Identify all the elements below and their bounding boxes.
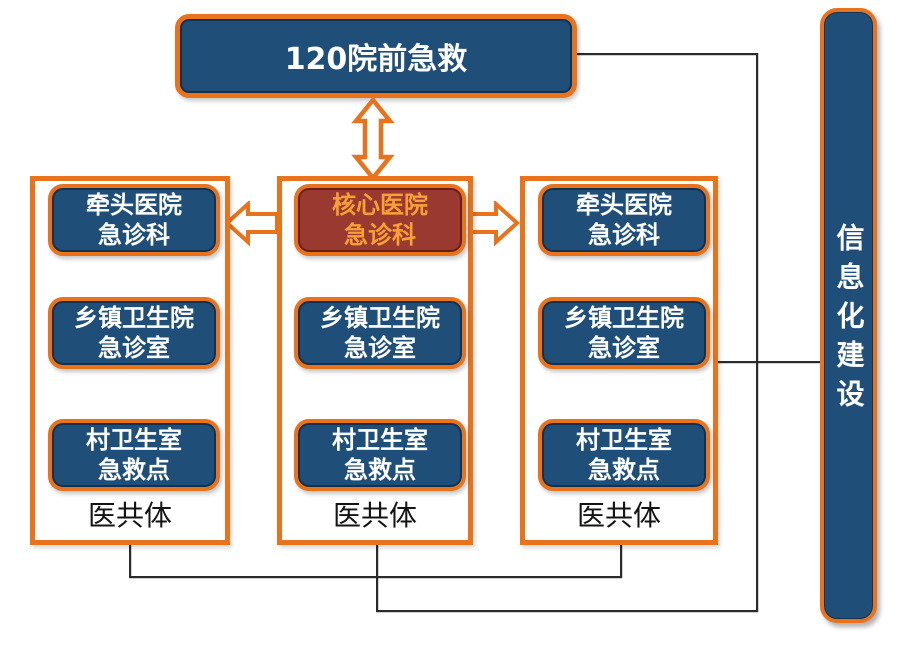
box-label: 村卫生室 急救点 xyxy=(576,426,672,484)
township-clinic-er-box: 乡镇卫生院 急诊室 xyxy=(538,297,710,369)
connector-topbox-to-right-rail xyxy=(575,53,757,55)
box-label: 乡镇卫生院 急诊室 xyxy=(564,304,684,362)
double-arrow-vertical-icon xyxy=(351,97,395,181)
group-footer-label: 医共体 xyxy=(87,499,172,532)
top-box-120-emergency: 120院前急救 xyxy=(175,14,577,98)
village-clinic-aid-box: 村卫生室 急救点 xyxy=(538,419,710,491)
connector-bottom-left-horizontal xyxy=(129,576,622,578)
sidebar-label: 信息化建设 xyxy=(832,223,866,418)
informatization-construction-bar: 信息化建设 xyxy=(820,8,877,623)
box-label: 牵头医院 急诊科 xyxy=(86,191,182,249)
medical-community-group-left: 牵头医院 急诊科 乡镇卫生院 急诊室 村卫生室 急救点 医共体 xyxy=(30,176,230,545)
box-label: 乡镇卫生院 急诊室 xyxy=(74,304,194,362)
medical-community-group-center: 核心医院 急诊科 乡镇卫生院 急诊室 村卫生室 急救点 医共体 xyxy=(277,176,473,545)
box-label: 村卫生室 急救点 xyxy=(86,426,182,484)
village-clinic-aid-box: 村卫生室 急救点 xyxy=(294,419,466,491)
township-clinic-er-box: 乡镇卫生院 急诊室 xyxy=(294,297,466,369)
medical-community-group-right: 牵头医院 急诊科 乡镇卫生院 急诊室 村卫生室 急救点 医共体 xyxy=(520,176,718,545)
core-hospital-er-box: 核心医院 急诊科 xyxy=(294,184,466,256)
box-label: 乡镇卫生院 急诊室 xyxy=(320,304,440,362)
connector-bottom-center-horizontal xyxy=(376,610,758,612)
connector-rightcol-to-sidebar xyxy=(716,361,822,363)
connector-right-rail-vertical xyxy=(756,53,758,612)
lead-hospital-er-box: 牵头医院 急诊科 xyxy=(538,184,710,256)
group-footer-label: 医共体 xyxy=(332,499,417,532)
township-clinic-er-box: 乡镇卫生院 急诊室 xyxy=(48,297,220,369)
box-label: 核心医院 急诊科 xyxy=(332,191,428,249)
arrow-left-icon xyxy=(224,201,279,246)
box-label: 牵头医院 急诊科 xyxy=(576,191,672,249)
lead-hospital-er-box: 牵头医院 急诊科 xyxy=(48,184,220,256)
village-clinic-aid-box: 村卫生室 急救点 xyxy=(48,419,220,491)
group-footer-label: 医共体 xyxy=(576,499,661,532)
box-label: 村卫生室 急救点 xyxy=(332,426,428,484)
connector-left-column-drop xyxy=(129,543,131,578)
top-box-label: 120院前急救 xyxy=(284,42,468,77)
connector-right-column-drop xyxy=(620,543,622,578)
